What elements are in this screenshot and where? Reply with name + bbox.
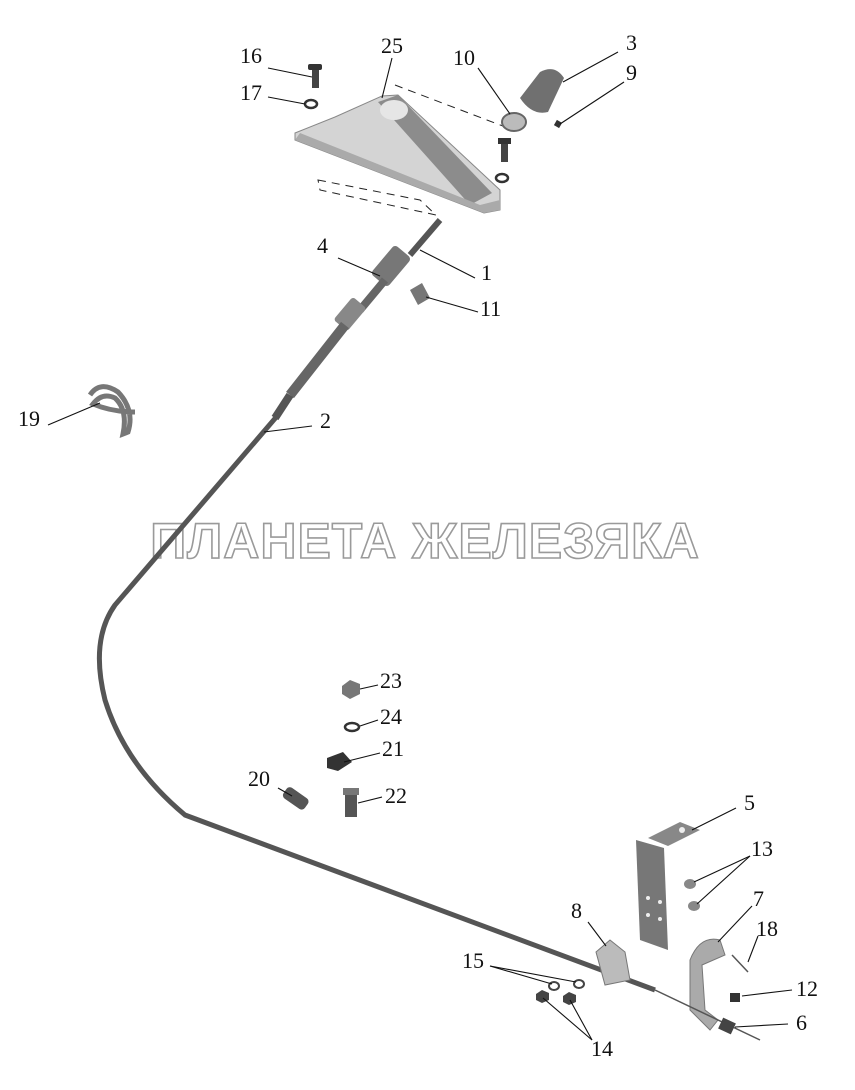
callout-16: 16 [240, 43, 262, 68]
part-17-washer [303, 98, 319, 110]
callout-14: 14 [591, 1036, 613, 1061]
callout-2: 2 [320, 408, 331, 433]
part-22-bolt [343, 788, 359, 817]
callout-8: 8 [571, 898, 582, 923]
part-18-pin [731, 954, 749, 973]
part-11-fitting [410, 283, 430, 305]
callout-15: 15 [462, 948, 484, 973]
callout-19: 19 [18, 406, 40, 431]
part-24-washer [343, 721, 361, 733]
bolt [498, 138, 511, 162]
part-9-pin [553, 119, 563, 129]
part-19-clamp [87, 384, 136, 439]
part-14-nut [563, 992, 576, 1005]
part-5-bracket [636, 822, 700, 950]
callout-1: 1 [481, 260, 492, 285]
part-16-bolt [308, 64, 322, 88]
callout-25: 25 [381, 33, 403, 58]
part-12-bolt [730, 993, 740, 1002]
part-6-nut [718, 1017, 736, 1035]
callout-13: 13 [751, 836, 773, 861]
callout-22: 22 [385, 783, 407, 808]
part-15-washer [548, 981, 560, 991]
part-13-nut [684, 879, 696, 889]
callout-12: 12 [796, 976, 818, 1001]
callout-20: 20 [248, 766, 270, 791]
callout-7: 7 [753, 886, 764, 911]
callout-3: 3 [626, 30, 637, 55]
callout-24: 24 [380, 704, 402, 729]
washer [494, 172, 510, 184]
part-25-bracket [294, 84, 509, 216]
callout-6: 6 [796, 1010, 807, 1035]
callout-4: 4 [317, 233, 328, 258]
callout-10: 10 [453, 45, 475, 70]
part-3-knob [520, 69, 564, 113]
callout-5: 5 [744, 790, 755, 815]
part-23-nut [342, 680, 360, 699]
callout-17: 17 [240, 80, 262, 105]
watermark: ПЛАНЕТА ЖЕЛЕЗЯКА [150, 513, 700, 569]
callout-11: 11 [480, 296, 501, 321]
part-8-holder [595, 939, 631, 986]
part-21-clip [327, 752, 352, 771]
callout-21: 21 [382, 736, 404, 761]
part-7-lever [689, 938, 726, 1031]
leader-lines [47, 51, 793, 1041]
callout-18: 18 [756, 916, 778, 941]
part-20-bushing [282, 787, 309, 810]
part-10-nut [501, 112, 527, 132]
callout-23: 23 [380, 668, 402, 693]
cable-end [654, 989, 761, 1041]
part-15-washer [573, 979, 585, 989]
part-2-cable [96, 218, 656, 993]
callout-9: 9 [626, 60, 637, 85]
